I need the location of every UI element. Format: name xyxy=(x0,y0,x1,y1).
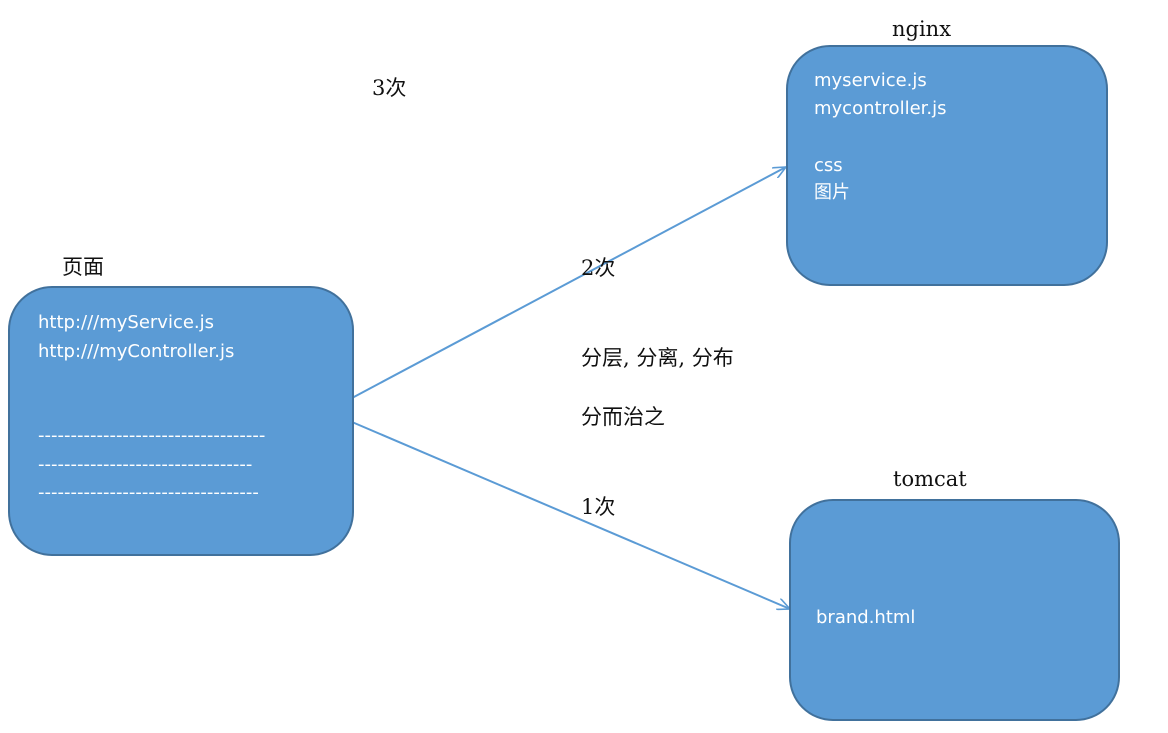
arrow-to-nginx xyxy=(351,167,786,399)
principle-note-1: 分层, 分离, 分布 xyxy=(581,346,734,370)
tomcat-box: brand.html xyxy=(789,499,1120,721)
arrow-to-tomcat xyxy=(351,421,790,609)
page-dash-line-3: ---------------------------------- xyxy=(38,482,259,503)
nginx-title: nginx xyxy=(892,17,952,41)
second-request-label: 2次 xyxy=(581,256,616,280)
tomcat-title: tomcat xyxy=(893,467,967,491)
page-line-controller: http:///myController.js xyxy=(38,341,235,362)
nginx-line-service: myservice.js xyxy=(814,70,927,91)
first-request-label: 1次 xyxy=(581,495,616,519)
third-request-label: 3次 xyxy=(372,76,407,100)
page-line-service: http:///myService.js xyxy=(38,312,215,333)
page-title: 页面 xyxy=(62,255,104,279)
nginx-line-css: css xyxy=(814,155,843,176)
nginx-box: myservice.js mycontroller.js css 图片 xyxy=(786,45,1108,286)
page-box: http:///myService.js http:///myControlle… xyxy=(8,286,354,556)
tomcat-line-brand: brand.html xyxy=(816,607,916,628)
nginx-line-controller: mycontroller.js xyxy=(814,98,947,119)
page-dash-line-2: --------------------------------- xyxy=(38,454,253,475)
nginx-line-images: 图片 xyxy=(814,182,850,203)
page-dash-line-1: ----------------------------------- xyxy=(38,425,266,446)
principle-note-2: 分而治之 xyxy=(581,405,665,429)
